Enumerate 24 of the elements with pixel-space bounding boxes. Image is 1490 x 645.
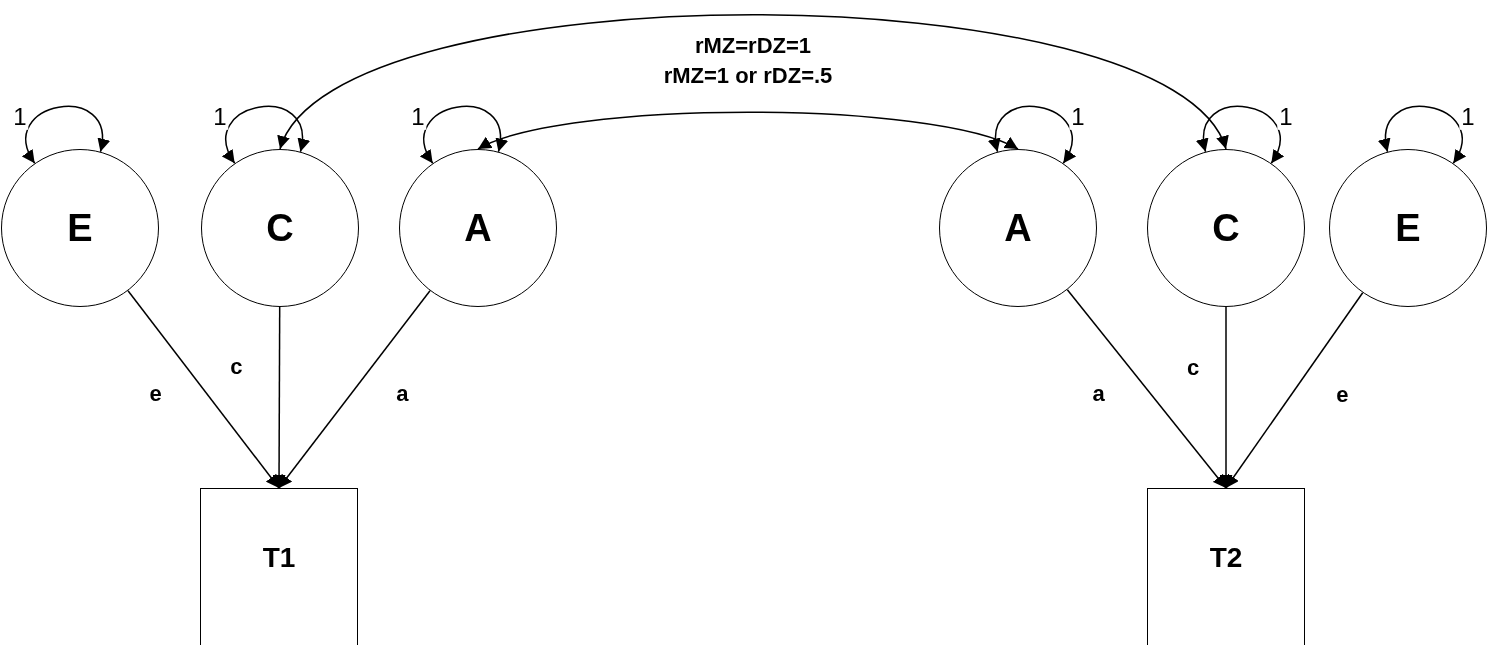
self-loop-arrow [23, 105, 109, 165]
path-arrow [127, 290, 280, 489]
self-loop-arrow [1379, 105, 1465, 165]
observed-variable-box [200, 488, 358, 645]
variable-label: A [1004, 206, 1032, 250]
covariance-arrow [279, 14, 1227, 150]
variable-label: E [67, 206, 93, 250]
path-arrow [1066, 288, 1227, 489]
self-loop-arrow [223, 105, 309, 165]
path-arrow [1219, 306, 1233, 489]
path-arrow [272, 306, 286, 489]
path-arrow [1225, 291, 1364, 489]
variable-label: C [266, 206, 294, 250]
observed-variable-box [1147, 488, 1305, 645]
self-loop-arrow [421, 105, 507, 165]
variable-label: T1 [262, 542, 296, 574]
variable-label: E [1395, 206, 1421, 250]
variable-label: T2 [1209, 542, 1243, 574]
variable-label: C [1212, 206, 1240, 250]
variable-label: A [464, 206, 492, 250]
path-arrow [278, 290, 431, 489]
self-loop-arrow [1197, 105, 1283, 165]
covariance-arrow [477, 111, 1019, 150]
self-loop-arrow [989, 105, 1075, 165]
